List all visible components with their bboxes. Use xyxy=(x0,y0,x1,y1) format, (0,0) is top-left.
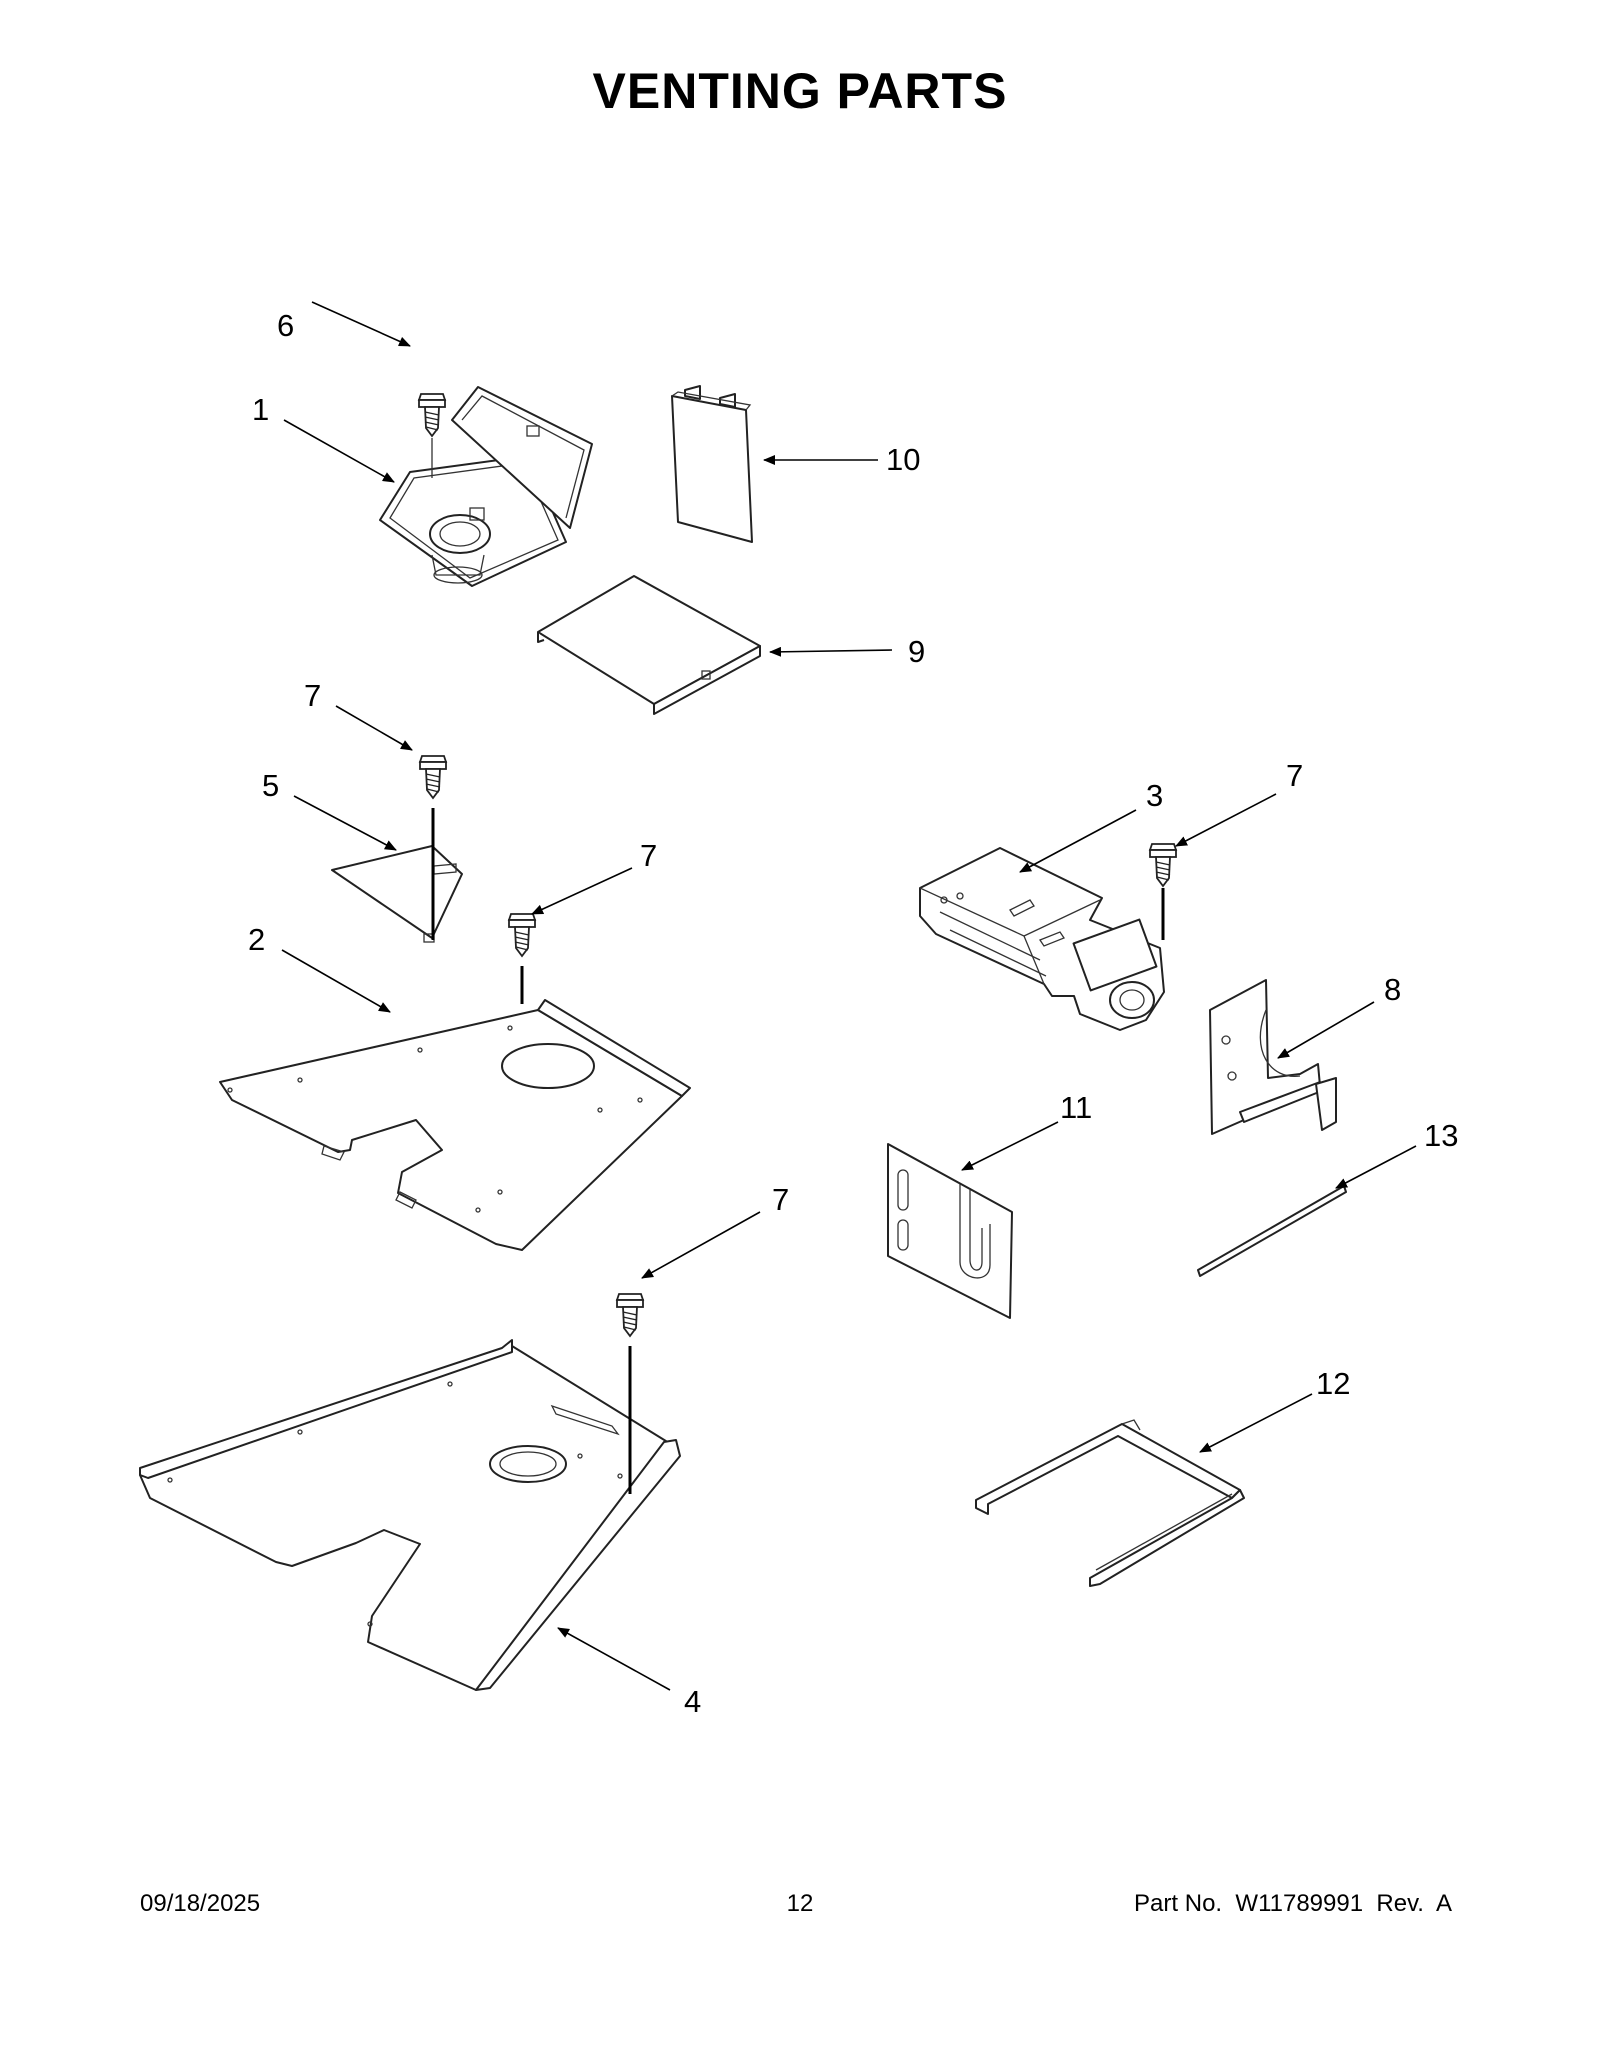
footer-date: 09/18/2025 xyxy=(140,1890,261,1917)
part-12-frame xyxy=(975,1419,1245,1587)
part-2-upper-baffle xyxy=(219,999,691,1251)
part-13-rod xyxy=(1197,1185,1347,1277)
screw-7-middle xyxy=(508,913,536,957)
footer-part-number: Part No. W11789991 Rev. A xyxy=(1134,1890,1452,1917)
callout-9: 9 xyxy=(908,634,925,669)
screw-6 xyxy=(418,393,446,437)
footer-page-number: 12 xyxy=(786,1890,814,1917)
callout-13: 13 xyxy=(1424,1118,1458,1153)
screw-7-upper-left xyxy=(419,755,447,799)
part-9-tray xyxy=(537,575,761,715)
page-title: VENTING PARTS xyxy=(592,63,1008,119)
part-3-motor-assembly xyxy=(919,847,1165,1031)
callout-5: 5 xyxy=(262,768,279,803)
callout-3: 3 xyxy=(1146,778,1163,813)
callout-6: 6 xyxy=(277,308,294,343)
part-11-slotted-plate xyxy=(887,1143,1013,1319)
leader-arrows xyxy=(281,301,1417,1691)
part-5-small-plate xyxy=(331,845,463,943)
callout-7: 7 xyxy=(772,1182,789,1217)
callout-1: 1 xyxy=(252,392,269,427)
callout-8: 8 xyxy=(1384,972,1401,1007)
part-4-lower-baffle xyxy=(139,1339,681,1691)
part-10-vent-panel xyxy=(671,385,753,543)
part-8-bracket xyxy=(1209,979,1337,1135)
callout-4: 4 xyxy=(684,1684,701,1719)
callout-10: 10 xyxy=(886,442,920,477)
callout-11: 11 xyxy=(1060,1090,1092,1125)
screw-7-lower xyxy=(616,1293,644,1337)
screw-7-right xyxy=(1149,843,1177,887)
callout-12: 12 xyxy=(1316,1366,1350,1401)
callout-7: 7 xyxy=(640,838,657,873)
callout-2: 2 xyxy=(248,922,265,957)
part-1-vent-duct xyxy=(379,386,593,587)
callout-7: 7 xyxy=(304,678,321,713)
callout-7: 7 xyxy=(1286,758,1303,793)
